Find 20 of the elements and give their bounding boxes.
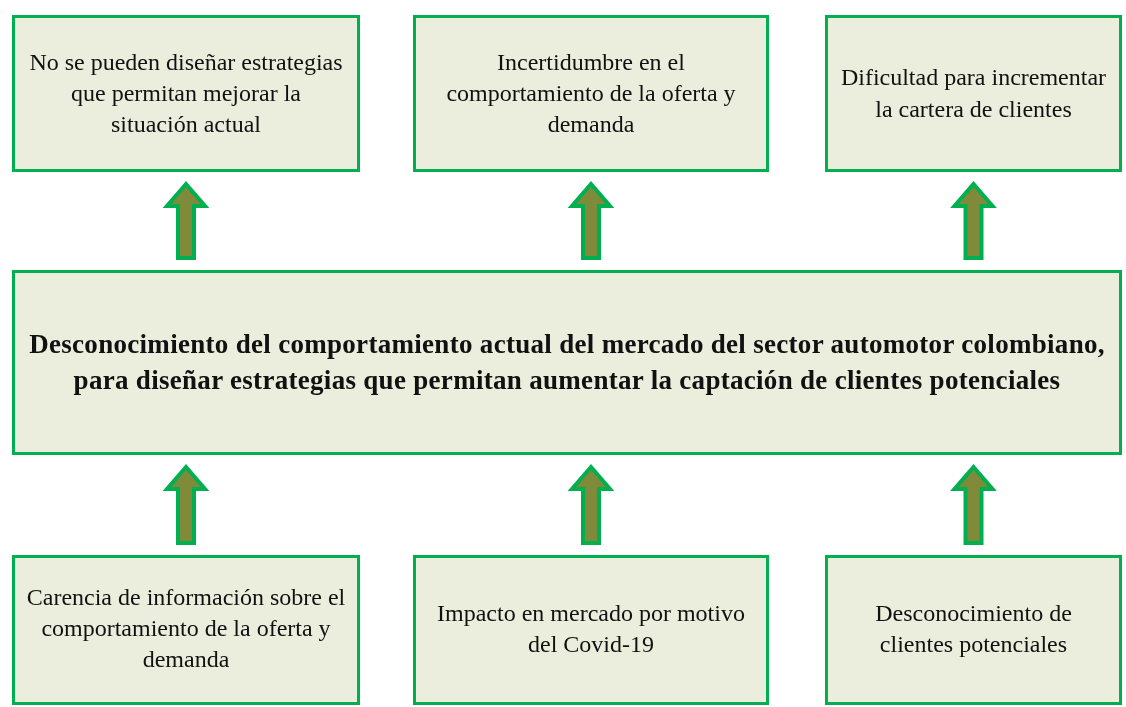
block-arrow <box>162 180 210 260</box>
block-arrow <box>950 463 997 545</box>
box-text: Incertidumbre en el comportamiento de la oferta y demanda <box>445 47 737 140</box>
box-text: Impacto en mercado por motivo del Covid-19 <box>436 599 746 660</box>
box-text: Dificultad para incrementar la cartera de clientes <box>839 63 1108 124</box>
box-text: No se pueden diseñar estrategias que permitan mejorar la situación actual <box>28 47 344 140</box>
text-box <box>413 555 769 705</box>
block-arrow <box>162 463 210 545</box>
text-box <box>12 555 360 705</box>
text-box <box>825 15 1122 172</box>
box-text: Desconocimiento de clientes potenciales <box>874 599 1073 660</box>
box-text: Carencia de información sobre el comportamiento de la oferta y demanda <box>25 583 347 675</box>
text-box <box>413 15 769 172</box>
block-arrow <box>567 180 615 260</box>
text-box <box>12 270 1122 455</box>
text-box <box>12 15 360 172</box>
text-box <box>825 555 1122 705</box>
box-text: Desconocimiento del comportamiento actual del mercado del sector automotor colombiano, para diseñar estrategias que permitan aumentar la captación de clientes potenciales <box>28 328 1106 397</box>
block-arrow <box>567 463 615 545</box>
block-arrow <box>950 180 997 260</box>
